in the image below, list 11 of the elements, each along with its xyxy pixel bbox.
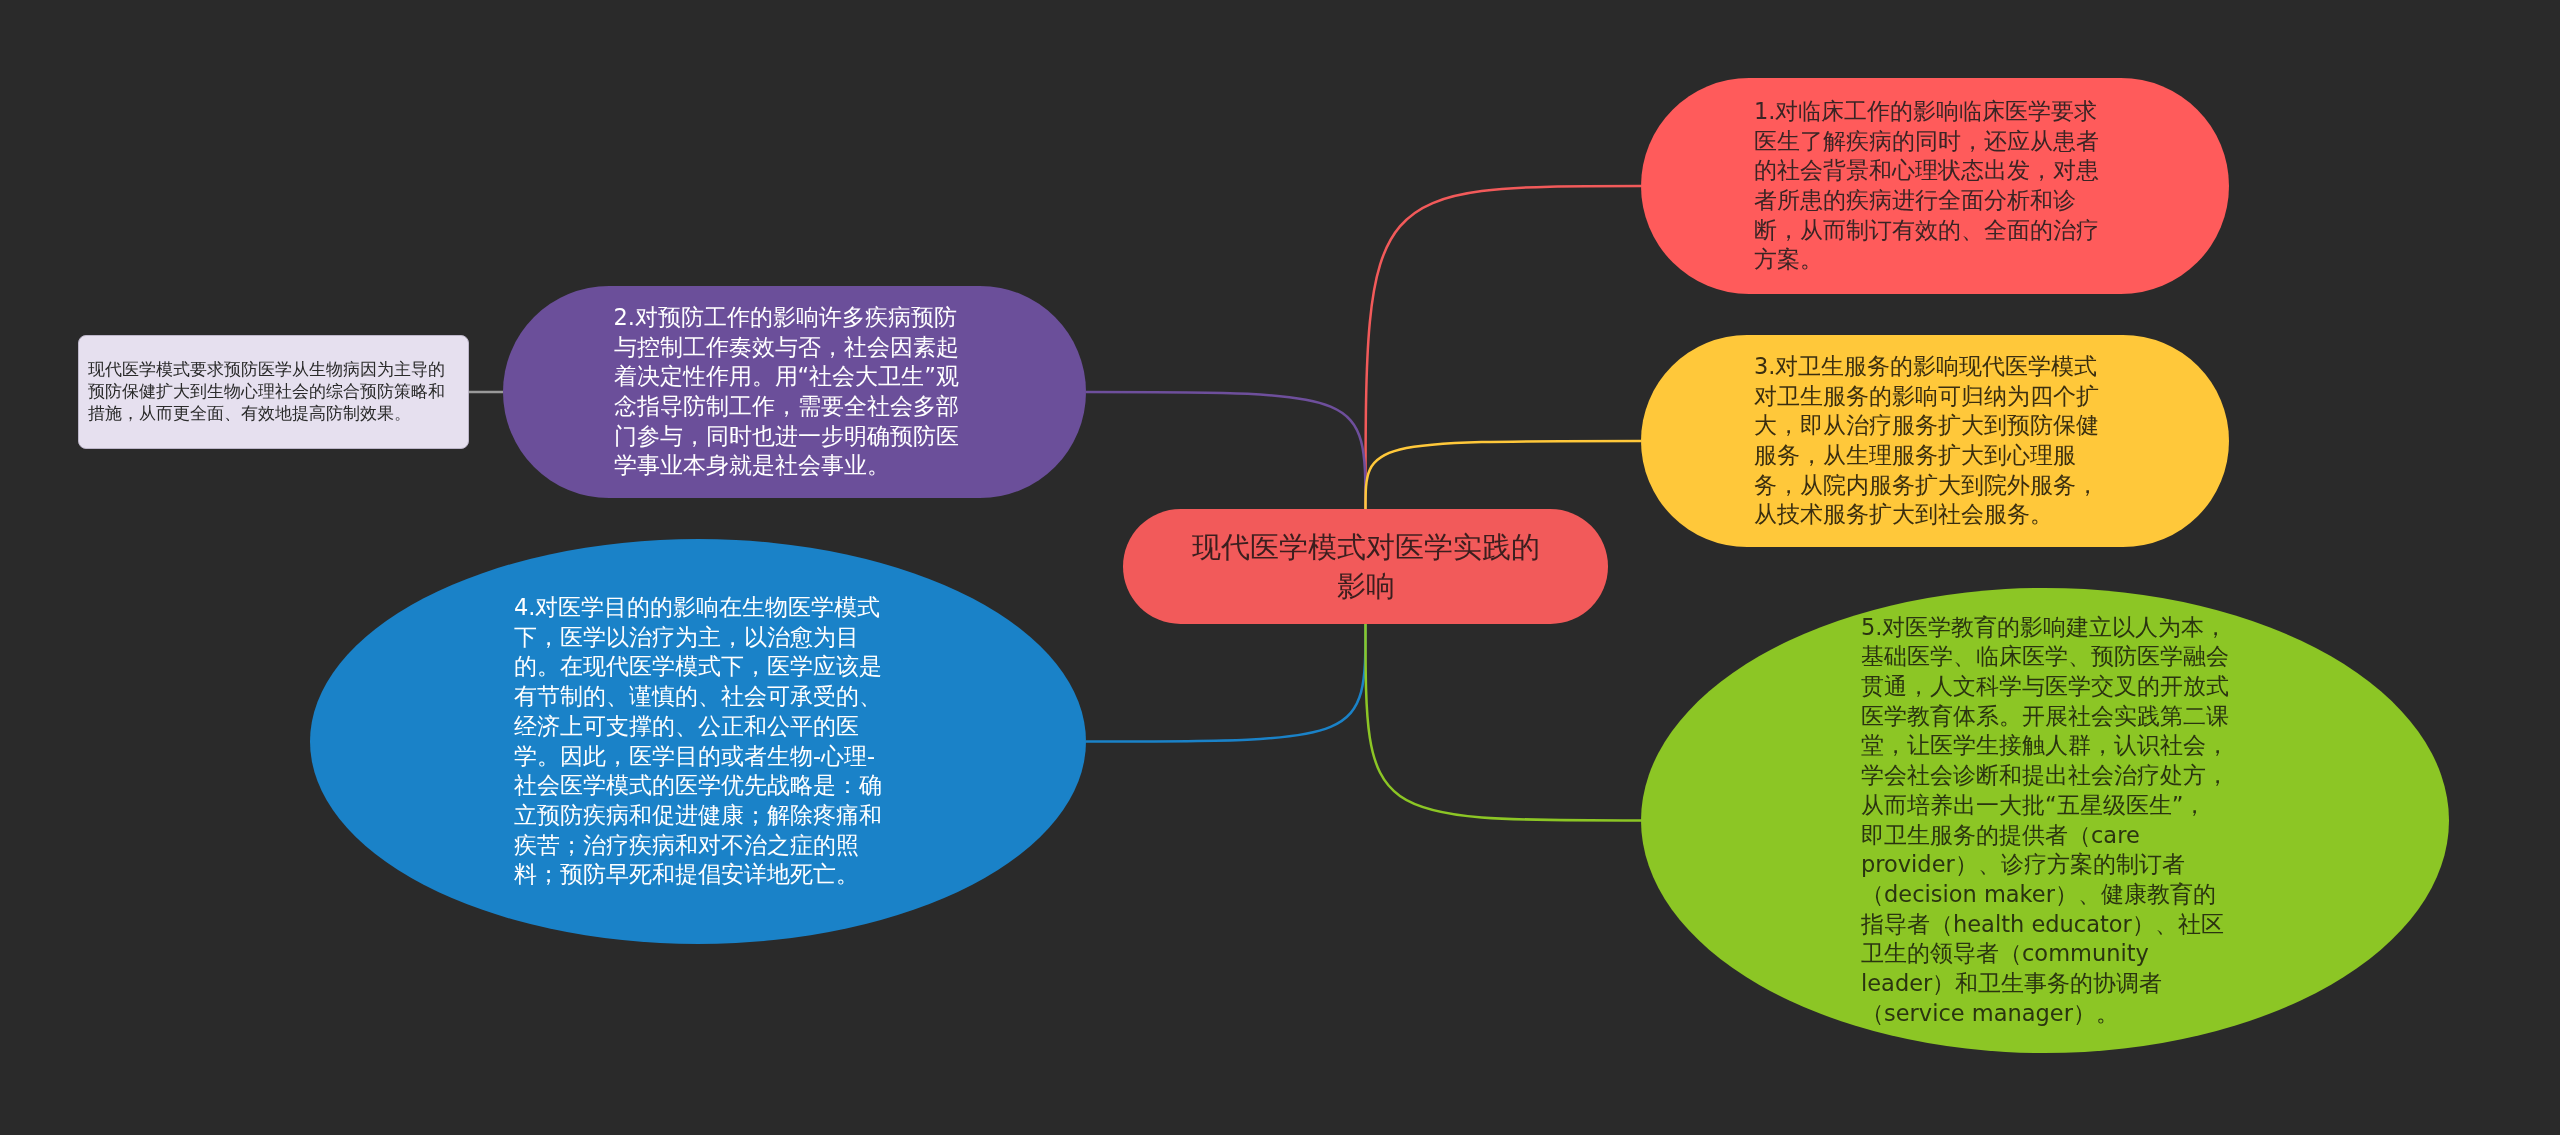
node-text: 2.对预防工作的影响许多疾病预防与控制工作奏效与否，社会因素起着决定性作用。用“社会大卫生”观念指导防制工作，需要全社会多部门参与，同时也进一步明确预防医学事业本身就是社会事业。 bbox=[613, 302, 960, 481]
node-text: 现代医学模式要求预防医学从生物病因为主导的预防保健扩大到生物心理社会的综合预防策略和措施，从而更全面、有效地提高防制效果。 bbox=[87, 359, 446, 425]
connector-line bbox=[469, 390, 503, 394]
node-text: 现代医学模式对医学实践的影响 bbox=[1190, 529, 1541, 605]
connector-line bbox=[1364, 439, 1641, 509]
node-text: 1.对临床工作的影响临床医学要求医生了解疾病的同时，还应从患者的社会背景和心理状态出发，对患者所患的疾病进行全面分析和诊断，从而制订有效的、全面的治疗方案。 bbox=[1754, 96, 2100, 275]
note-box bbox=[78, 335, 469, 449]
node-text: 4.对医学目的的影响在生物医学模式下，医学以治疗为主，以治愈为目的。在现代医学模式下，医学应该是有节制的、谨慎的、社会可承受的、经济上可支撑的、公正和公平的医学。因此，医学目的或者生物-心理-社会医学模式的医学优先战略是：确立预防疾病和促进健康；解除疼痛和疾苦；治疗疾病和对不治之症的照料；预防早死和提倡安详地死亡。 bbox=[514, 593, 882, 890]
node-text: 5.对医学教育的影响建立以人为本，基础医学、临床医学、预防医学融会贯通，人文科学与医学交叉的开放式医学教育体系。开展社会实践第二课堂，让医学生接触人群，认识社会，学会社会诊断和提出社会治疗处方，从而培养出一大批“五星级医生”，即卫生服务的提供者（care provider）、诊疗方案的制订者（decision maker）、健康教育的指导者（health educator）、社区卫生的领导者（community leader）和卫生事务的协调者（service manager）。 bbox=[1861, 612, 2229, 1028]
connector-line bbox=[1364, 624, 1641, 822]
node-text: 3.对卫生服务的影响现代医学模式对卫生服务的影响可归纳为四个扩大，即从治疗服务扩大到预防保健服务，从生理服务扩大到心理服务，从院内服务扩大到院外服务，从技术服务扩大到社会服务。 bbox=[1754, 351, 2100, 530]
